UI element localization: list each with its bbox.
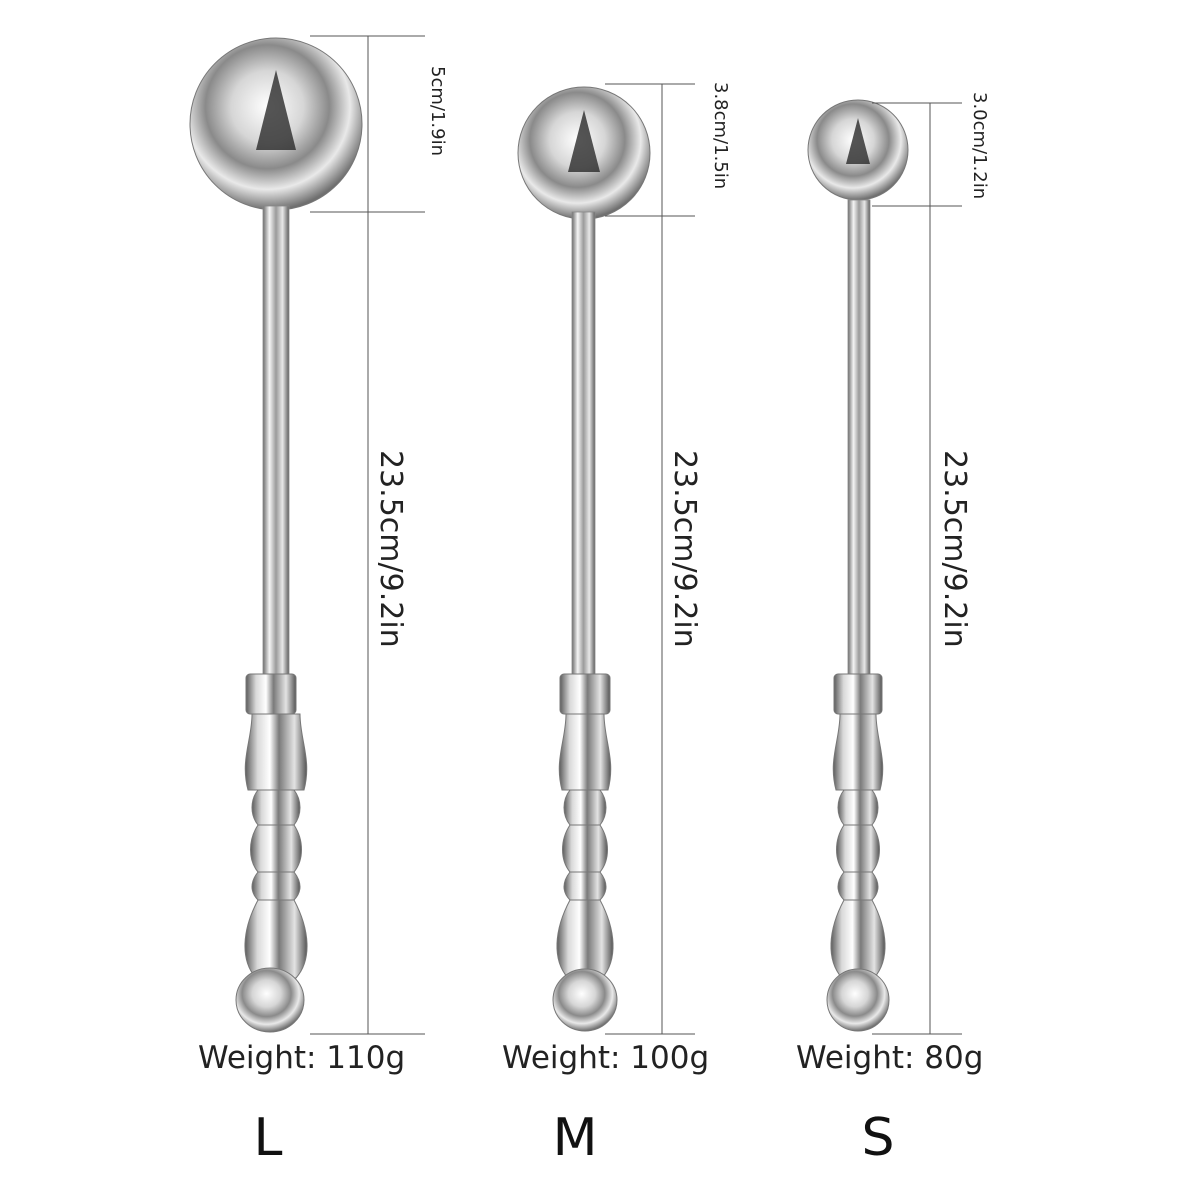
weight-label-l: Weight: 110g — [198, 1040, 406, 1076]
product-m — [517, 83, 695, 1035]
product-s — [807, 99, 962, 1035]
size-label-s: S — [861, 1108, 895, 1168]
head-diameter-label-s: 3.0cm/1.2in — [969, 92, 990, 200]
dimension-lines-l — [310, 35, 425, 1035]
weight-label-m: Weight: 100g — [502, 1040, 710, 1076]
handle-s — [826, 673, 890, 1032]
dimension-lines-s — [872, 102, 962, 1035]
length-label-s: 23.5cm/9.2in — [937, 450, 972, 648]
handle-m — [552, 673, 618, 1032]
weight-label-s: Weight: 80g — [796, 1040, 984, 1076]
handle-l — [235, 673, 308, 1033]
rod-s — [847, 199, 871, 677]
head-diameter-label-m: 3.8cm/1.5in — [710, 82, 731, 190]
rod-m — [571, 211, 596, 677]
head-diameter-label-l: 5cm/1.9in — [427, 66, 448, 156]
size-label-l: L — [253, 1108, 283, 1168]
dimension-lines-m — [605, 83, 695, 1035]
rod-l — [262, 205, 290, 677]
size-label-m: M — [552, 1108, 598, 1168]
length-label-l: 23.5cm/9.2in — [373, 450, 408, 648]
length-label-m: 23.5cm/9.2in — [667, 450, 702, 648]
product-l — [189, 35, 425, 1035]
